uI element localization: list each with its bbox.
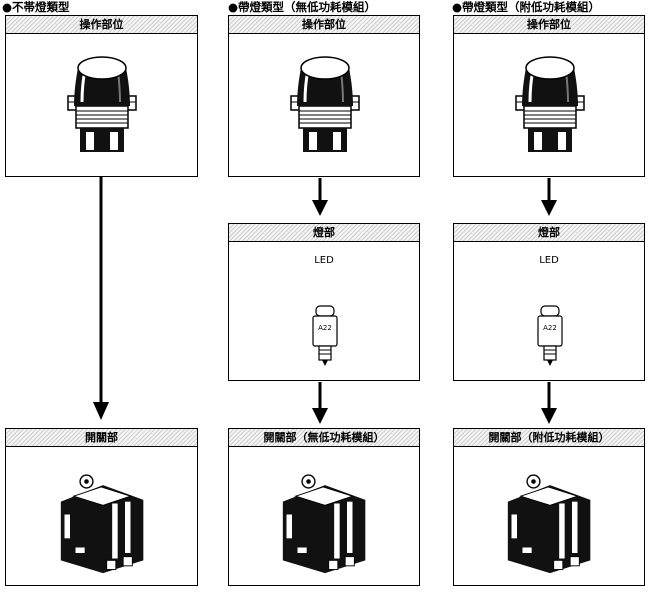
column-title-no-lamp: ●不帯燈類型 <box>2 0 70 14</box>
arrow-down-icon <box>541 382 557 424</box>
arrow-down-icon <box>93 177 109 420</box>
column-title-lamp-with-module: ●帶燈類型（附低功耗模組） <box>452 0 601 14</box>
switch-block-icon <box>48 461 158 579</box>
switch-header: 開關部（無低功耗模組） <box>229 429 419 447</box>
operation-header: 操作部位 <box>454 16 644 34</box>
pushbutton-icon <box>52 48 152 158</box>
led-bulb-text: A22 <box>543 324 557 332</box>
arrow-down-icon <box>312 178 328 216</box>
operation-box-no-lamp: 操作部位 <box>5 15 198 177</box>
operation-box-lamp-with-module: 操作部位 <box>453 15 645 177</box>
led-bulb-text: A22 <box>318 324 332 332</box>
switch-box-no-lamp: 開關部 <box>5 428 198 586</box>
lamp-header: 燈部 <box>454 224 644 242</box>
column-title-lamp-no-module: ●帶燈類型（無低功耗模組） <box>228 0 377 14</box>
lamp-box-with-module: 燈部 LED A22 <box>453 223 645 381</box>
switch-box-with-module: 開關部（附低功耗模組） <box>453 428 645 586</box>
switch-block-icon <box>270 461 380 579</box>
arrow-down-icon <box>541 178 557 216</box>
arrow-down-icon <box>312 382 328 424</box>
operation-header: 操作部位 <box>6 16 197 34</box>
lamp-header: 燈部 <box>229 224 419 242</box>
lamp-box-no-module: 燈部 LED A22 <box>228 223 420 381</box>
led-label: LED <box>314 255 334 266</box>
led-bulb-icon <box>310 304 340 368</box>
operation-box-lamp-no-module: 操作部位 <box>228 15 420 177</box>
pushbutton-icon <box>500 48 600 158</box>
switch-header: 開關部（附低功耗模組） <box>454 429 644 447</box>
pushbutton-icon <box>275 48 375 158</box>
switch-block-icon <box>495 461 605 579</box>
led-bulb-icon <box>535 304 565 368</box>
switch-box-no-module: 開關部（無低功耗模組） <box>228 428 420 586</box>
led-label: LED <box>539 255 559 266</box>
switch-header: 開關部 <box>6 429 197 447</box>
operation-header: 操作部位 <box>229 16 419 34</box>
